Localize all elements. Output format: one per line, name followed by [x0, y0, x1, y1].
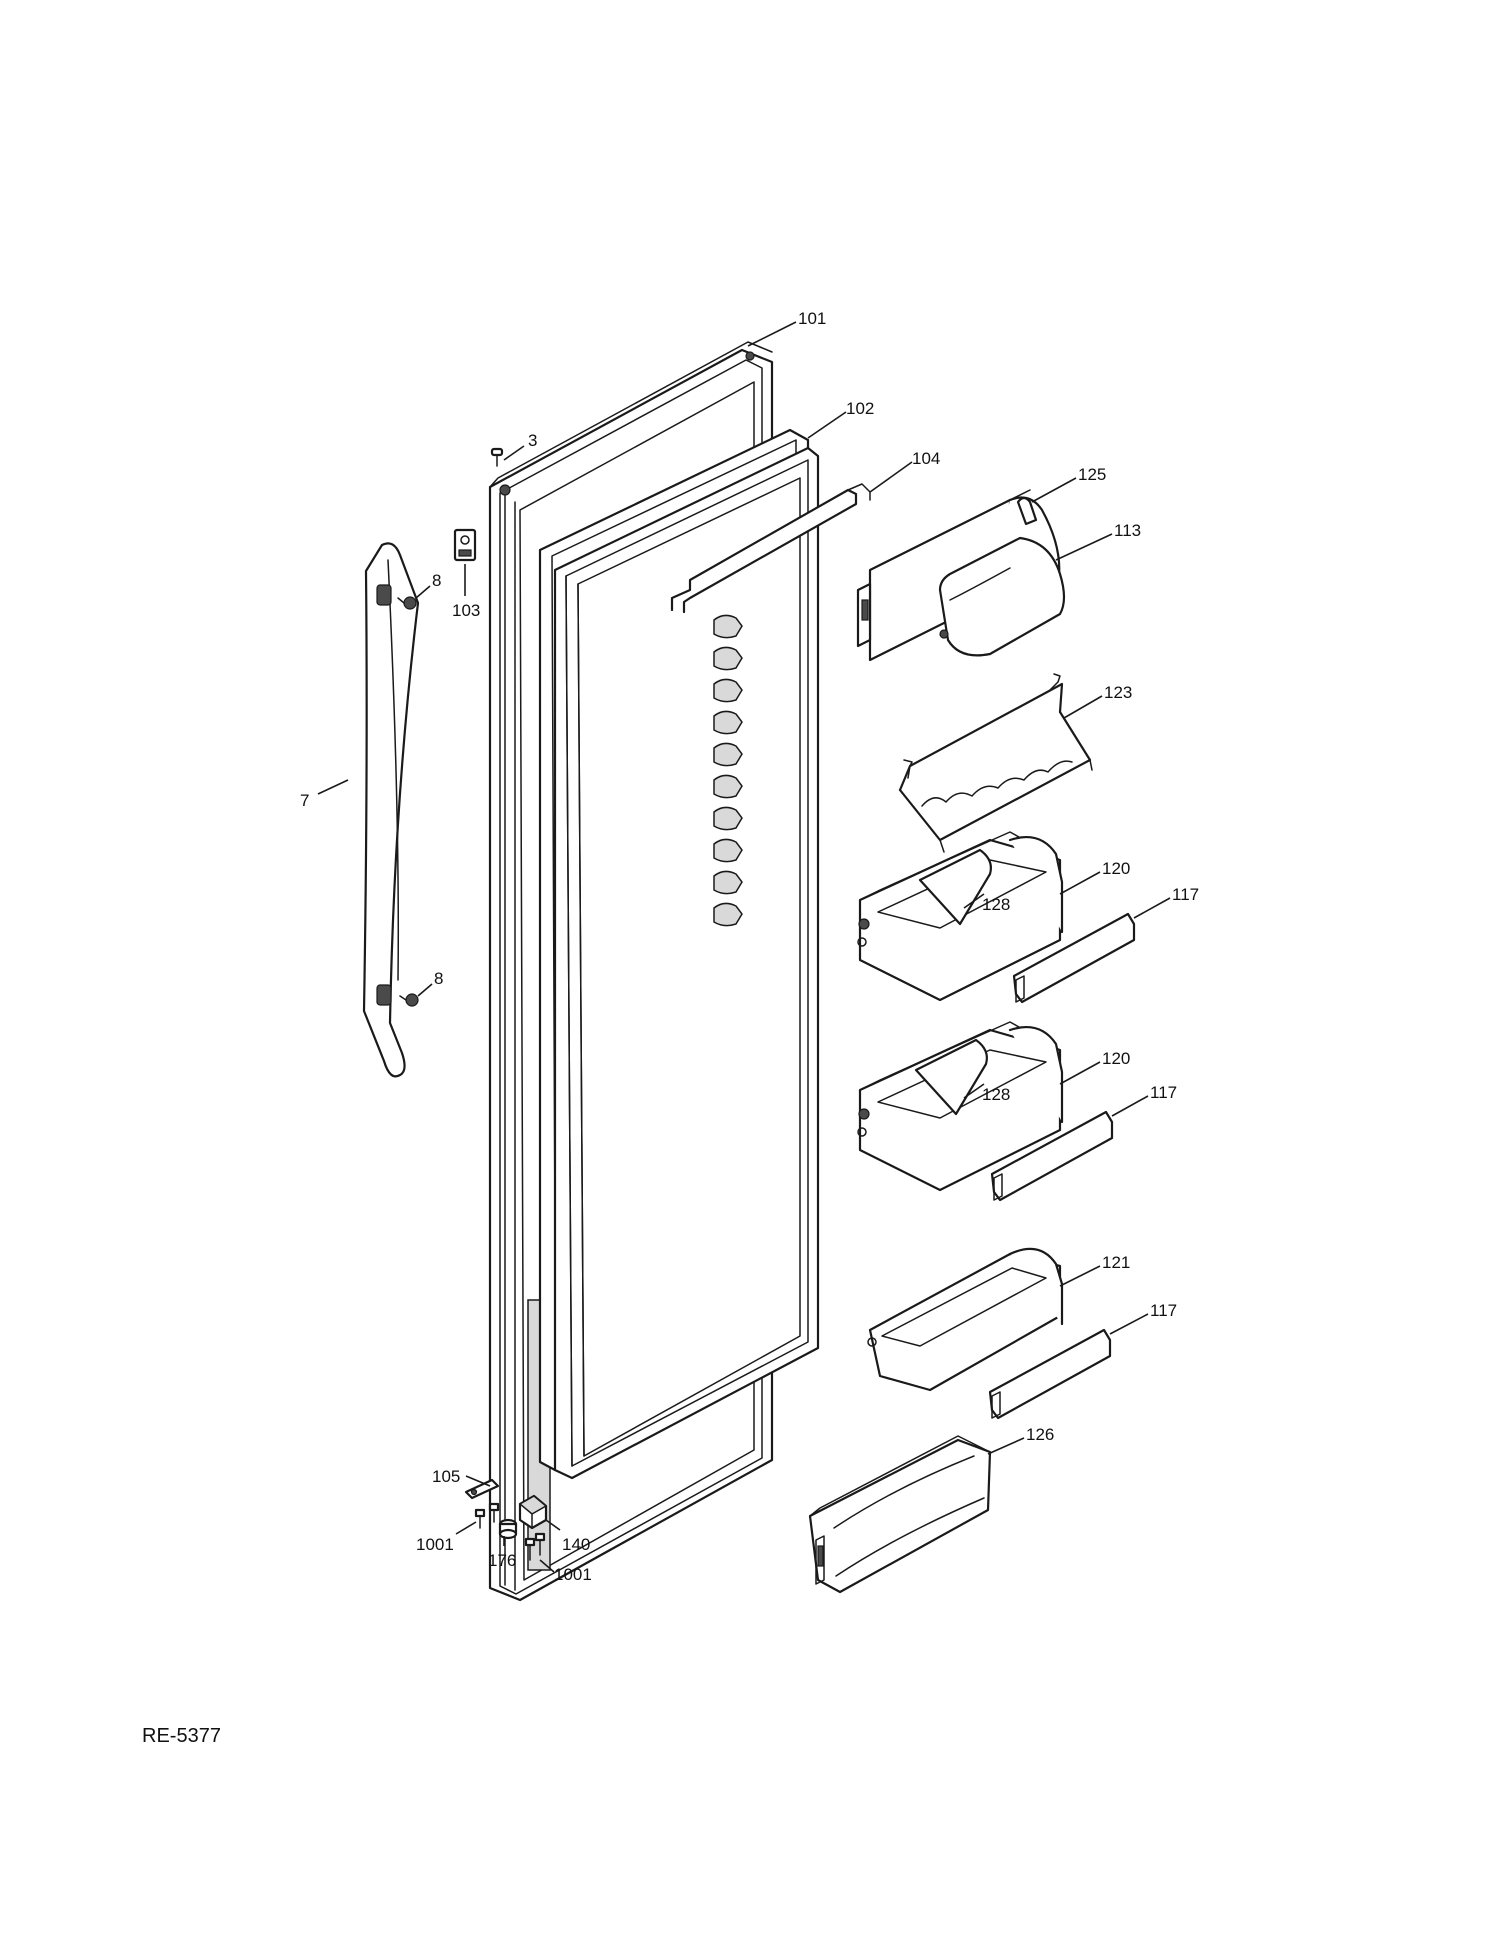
callout-128-upper: 128 — [982, 895, 1010, 914]
wire-egg-rack — [898, 673, 1093, 853]
callout-121: 121 — [1102, 1253, 1130, 1272]
hinge-screw-left — [474, 1508, 486, 1529]
dairy-bin — [856, 489, 1066, 662]
callout-102: 102 — [846, 399, 874, 418]
door-gasket — [553, 446, 820, 1480]
door-bin-upper — [857, 831, 1136, 1004]
callout-104: 104 — [912, 449, 940, 468]
diagram-reference-code: RE-5377 — [142, 1725, 221, 1747]
door-bin-lower — [867, 1247, 1112, 1420]
callout-120-middle: 120 — [1102, 1049, 1130, 1068]
hinge-pin — [498, 1518, 518, 1540]
top-screw — [490, 447, 504, 467]
door-stop-block — [518, 1494, 548, 1530]
shelf-clips — [713, 614, 743, 927]
callout-7: 7 — [300, 791, 309, 810]
handle-screw-bottom — [399, 993, 419, 1007]
callout-1001-left: 1001 — [416, 1535, 454, 1554]
callout-8-bottom: 8 — [434, 969, 443, 988]
callout-120-upper: 120 — [1102, 859, 1130, 878]
callout-103: 103 — [452, 601, 480, 620]
door-bin-bottom — [808, 1435, 992, 1594]
callout-101: 101 — [798, 309, 826, 328]
callout-128-middle: 128 — [982, 1085, 1010, 1104]
callout-123: 123 — [1104, 683, 1132, 702]
callout-labels: 101 102 104 3 125 113 103 8 7 123 120 12… — [300, 309, 1199, 1584]
hinge-label-plate — [453, 528, 477, 562]
callout-1001-right: 1001 — [554, 1565, 592, 1584]
callout-126: 126 — [1026, 1425, 1054, 1444]
callout-117-lower: 117 — [1150, 1301, 1177, 1320]
door-handle — [362, 542, 420, 1078]
hinge-screws-pair — [524, 1532, 546, 1561]
hinge-screw-right — [488, 1502, 500, 1523]
callout-140: 140 — [562, 1535, 590, 1554]
callout-8-top: 8 — [432, 571, 441, 590]
callout-117-upper: 117 — [1172, 885, 1199, 904]
handle-screw-top — [397, 596, 417, 610]
top-rail — [670, 483, 871, 614]
leader-lines — [317, 321, 1171, 1573]
callout-105: 105 — [432, 1467, 460, 1486]
callout-3: 3 — [528, 431, 537, 450]
door-bin-middle — [857, 1021, 1114, 1202]
callout-113: 113 — [1114, 521, 1141, 540]
callout-117-middle: 117 — [1150, 1083, 1177, 1102]
callout-176: 176 — [488, 1551, 516, 1570]
callout-125: 125 — [1078, 465, 1106, 484]
